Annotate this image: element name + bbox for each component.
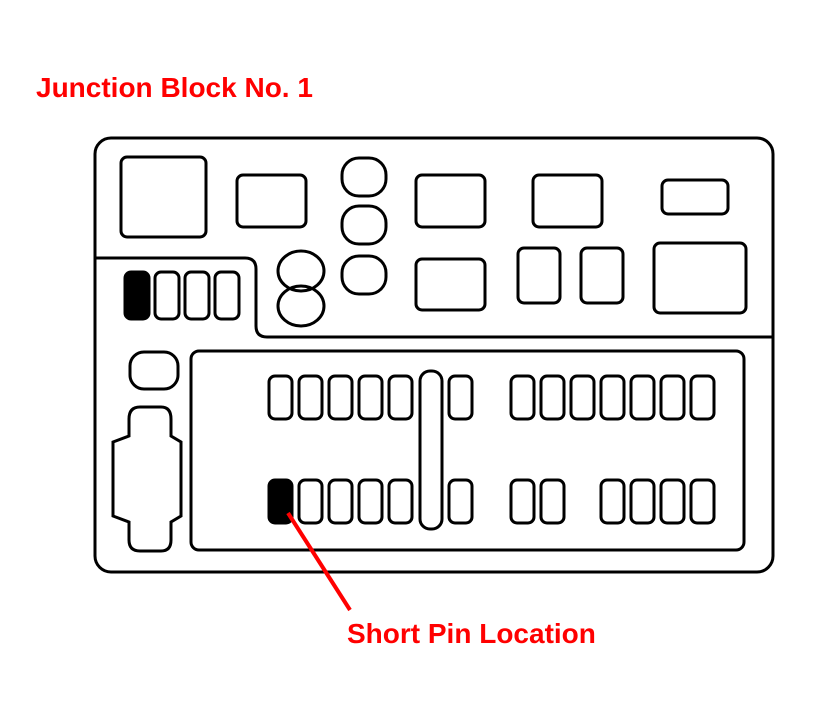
fuse-slot xyxy=(297,374,324,421)
fuse-slot xyxy=(689,374,716,421)
fuse-slot xyxy=(539,374,566,421)
fuse-slot xyxy=(509,478,536,525)
fuse-cavity-round xyxy=(340,156,388,198)
fuse-slot xyxy=(599,374,626,421)
round-cavity xyxy=(276,284,326,328)
fuse-row-upper xyxy=(267,374,716,421)
connector-cavity xyxy=(111,405,183,553)
fuse-slot xyxy=(659,374,686,421)
section-divider xyxy=(95,256,773,339)
fuse-slot xyxy=(357,478,384,525)
relay-cavity xyxy=(660,178,730,216)
fuse-slot xyxy=(659,478,686,525)
fuse-slot xyxy=(599,478,626,525)
fuse-slot xyxy=(183,270,211,321)
fuse-slot xyxy=(539,478,566,525)
relay-cavity xyxy=(414,257,487,312)
fuse-slot xyxy=(689,478,716,525)
short-pin-location-label: Short Pin Location xyxy=(347,618,596,649)
fuse-slot xyxy=(387,374,414,421)
relay-cavity xyxy=(579,246,625,305)
fuse-slot xyxy=(569,374,596,421)
center-divider xyxy=(418,369,444,531)
fuse-slot xyxy=(357,374,384,421)
round-cavity xyxy=(128,350,180,391)
relay-cavity xyxy=(235,173,308,229)
fuse-slot xyxy=(629,478,656,525)
junction-block-housing xyxy=(93,136,775,574)
callout-leader-line xyxy=(286,511,352,612)
fuse-slot xyxy=(447,374,474,421)
fuse-slot xyxy=(327,374,354,421)
fuse-slot xyxy=(297,478,324,525)
fuse-slot xyxy=(629,374,656,421)
fuse-slot xyxy=(387,478,414,525)
fuse-slot xyxy=(447,478,474,525)
fuse-slot xyxy=(213,270,241,321)
fuse-slot xyxy=(267,374,294,421)
fuse-cavity-round xyxy=(340,204,388,246)
fuse-slot xyxy=(153,270,181,321)
round-cavity xyxy=(276,249,326,293)
diagram-title: Junction Block No. 1 xyxy=(36,72,313,103)
relay-cavity xyxy=(516,246,562,305)
short-pin-slot xyxy=(267,478,294,525)
fuse-slot-filled xyxy=(123,270,151,321)
relay-cavity xyxy=(652,241,748,315)
fuse-slot xyxy=(509,374,536,421)
fuse-slot xyxy=(327,478,354,525)
fuse-row-lower xyxy=(267,478,716,525)
relay-cavity xyxy=(531,173,604,229)
fuse-panel xyxy=(189,349,746,552)
relay-cavity xyxy=(414,173,487,229)
fuse-cavity-round xyxy=(340,254,388,296)
relay-cavity xyxy=(119,155,208,239)
